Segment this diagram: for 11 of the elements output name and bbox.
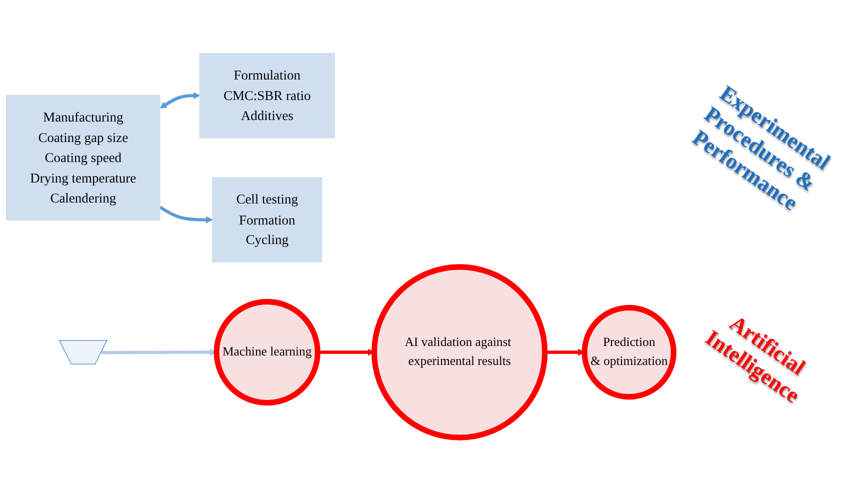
node-box: Formulation CMC:SBR ratio Additives — [199, 52, 335, 138]
arrow — [101, 348, 217, 356]
node-funnel — [58, 340, 108, 364]
arrow — [544, 348, 585, 356]
node-circle: Machine learning — [214, 298, 320, 406]
node-circle: AI validation against experimental results — [371, 264, 548, 440]
arrow — [159, 205, 213, 223]
node-box: Cell testing Formation Cycling — [212, 176, 322, 262]
node-box: Manufacturing Coating gap size Coating speed Drying temperature Calendering — [6, 94, 160, 220]
node-circle: Prediction & optimization — [582, 304, 676, 400]
arrow — [160, 92, 200, 108]
